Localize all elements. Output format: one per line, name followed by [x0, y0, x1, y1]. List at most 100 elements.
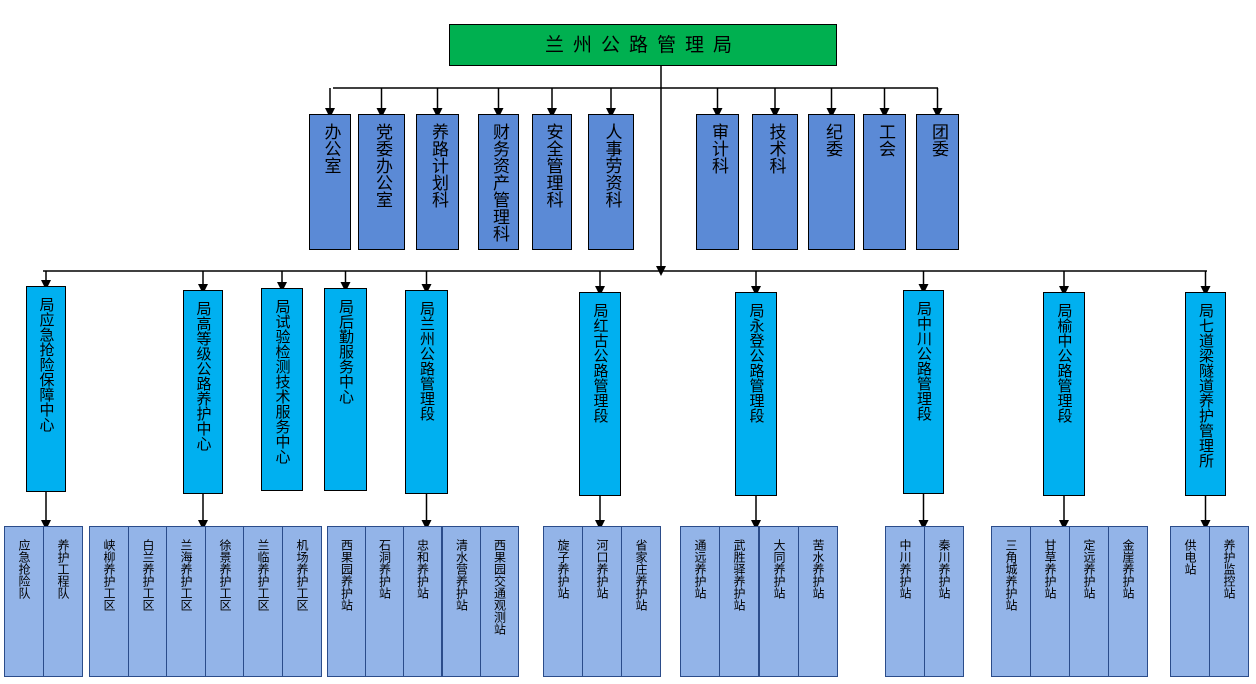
department-box: 纪委 [808, 114, 855, 250]
station-box-label: 机场养护工区 [295, 539, 309, 611]
station-box: 河口养护站 [582, 526, 622, 677]
unit-box-label: 局高等级公路养护中心 [194, 301, 213, 451]
station-box: 石洞养护站 [365, 526, 404, 677]
station-box: 西果园养护站 [327, 526, 366, 677]
station-box-label: 通远养护站 [693, 539, 707, 599]
department-box: 养路计划科 [416, 114, 459, 250]
department-box: 工会 [863, 114, 906, 250]
station-box-label: 西果园养护站 [339, 539, 354, 611]
station-box: 武胜驿养护站 [719, 526, 759, 677]
unit-box-label: 局永登公路管理段 [747, 303, 766, 423]
station-box-label: 养护监控站 [1222, 539, 1236, 599]
station-box-label: 兰临养护工区 [256, 539, 270, 611]
station-box: 养护工程队 [43, 526, 83, 677]
station-box: 清水营养护站 [442, 526, 481, 677]
station-box-label: 清水营养护站 [454, 539, 469, 611]
station-box: 机场养护工区 [282, 526, 322, 677]
unit-box: 局永登公路管理段 [735, 292, 777, 496]
department-box: 办公室 [309, 114, 351, 250]
station-box: 兰海养护工区 [166, 526, 206, 677]
station-box-label: 苦水养护站 [811, 539, 825, 599]
station-box: 供电站 [1170, 526, 1210, 677]
department-box-label: 技术科 [765, 123, 786, 174]
department-box-label: 工会 [875, 123, 895, 157]
unit-box: 局应急抢险保障中心 [26, 286, 66, 492]
org-title: 兰州公路管理局 [544, 33, 741, 56]
department-box: 党委办公室 [358, 114, 405, 250]
unit-box-label: 局红古公路管理段 [591, 303, 610, 423]
station-box-label: 三角城养护站 [1004, 539, 1018, 611]
station-box-label: 养护工程队 [56, 539, 70, 599]
station-box-label: 定远养护站 [1082, 539, 1096, 599]
station-box: 忠和养护站 [403, 526, 442, 677]
station-box-label: 供电站 [1183, 539, 1197, 575]
station-box-label: 甘草养护站 [1043, 539, 1057, 599]
unit-box: 局榆中公路管理段 [1043, 292, 1085, 496]
station-box-label: 忠和养护站 [415, 539, 430, 599]
station-box-label: 中川养护站 [898, 539, 912, 599]
department-box-label: 团委 [928, 123, 948, 157]
department-box: 技术科 [752, 114, 798, 250]
department-box-label: 安全管理科 [542, 123, 563, 208]
department-box: 人事劳资科 [588, 114, 634, 250]
station-box-label: 白兰养护工区 [141, 539, 155, 611]
station-box-label: 金崖养护站 [1121, 539, 1135, 599]
station-box-label: 旋子养护站 [556, 539, 570, 599]
department-box: 团委 [916, 114, 959, 250]
department-box: 安全管理科 [532, 114, 572, 250]
station-box: 白兰养护工区 [128, 526, 168, 677]
unit-box-label: 局应急抢险保障中心 [37, 297, 56, 432]
station-box-label: 省家庄养护站 [634, 539, 648, 611]
station-box-label: 徐景养护工区 [218, 539, 232, 611]
station-box: 金崖养护站 [1108, 526, 1148, 677]
station-box: 西果园交通观测站 [480, 526, 519, 677]
department-box: 财务资产管理科 [478, 114, 519, 250]
station-box-label: 石洞养护站 [377, 539, 392, 599]
station-box: 徐景养护工区 [205, 526, 245, 677]
unit-box: 局兰州公路管理段 [405, 290, 448, 494]
station-box-label: 西果园交通观测站 [492, 539, 507, 635]
unit-box-label: 局后勤服务中心 [337, 299, 355, 404]
org-title-box: 兰州公路管理局 [449, 24, 837, 66]
station-box: 峡柳养护工区 [89, 526, 129, 677]
department-box-label: 纪委 [822, 123, 842, 157]
station-box: 兰临养护工区 [243, 526, 283, 677]
unit-box: 局七道梁隧道养护管理所 [1185, 292, 1226, 496]
station-box-label: 应急抢险队 [17, 539, 31, 599]
department-box-label: 审计科 [708, 123, 728, 174]
station-box: 定远养护站 [1069, 526, 1109, 677]
department-box-label: 养路计划科 [428, 123, 448, 208]
unit-box-label: 局兰州公路管理段 [418, 301, 436, 421]
department-box-label: 党委办公室 [372, 123, 392, 208]
unit-box-label: 局七道梁隧道养护管理所 [1197, 303, 1215, 468]
station-box: 苦水养护站 [798, 526, 838, 677]
unit-box-label: 局榆中公路管理段 [1055, 303, 1074, 423]
station-box: 秦川养护站 [924, 526, 964, 677]
department-box-label: 人事劳资科 [601, 123, 622, 208]
station-box: 大同养护站 [759, 526, 799, 677]
connector-lines [41, 66, 1211, 530]
unit-box-label: 局试验检测技术服务中心 [273, 299, 292, 464]
station-box-label: 秦川养护站 [937, 539, 951, 599]
station-box: 省家庄养护站 [621, 526, 661, 677]
unit-box: 局试验检测技术服务中心 [261, 288, 303, 491]
station-box: 旋子养护站 [543, 526, 583, 677]
station-box-label: 大同养护站 [772, 539, 786, 599]
station-box-label: 峡柳养护工区 [102, 539, 116, 611]
station-box: 养护监控站 [1209, 526, 1249, 677]
department-box: 审计科 [696, 114, 739, 250]
station-box: 应急抢险队 [4, 526, 44, 677]
unit-box: 局中川公路管理段 [903, 290, 944, 494]
unit-box-label: 局中川公路管理段 [915, 301, 933, 421]
station-box: 甘草养护站 [1030, 526, 1070, 677]
station-box: 中川养护站 [885, 526, 925, 677]
station-box: 三角城养护站 [991, 526, 1031, 677]
department-box-label: 财务资产管理科 [489, 123, 509, 242]
station-box-label: 河口养护站 [595, 539, 609, 599]
department-box-label: 办公室 [320, 123, 341, 174]
unit-box: 局高等级公路养护中心 [183, 290, 223, 494]
station-box-label: 兰海养护工区 [179, 539, 193, 611]
unit-box: 局红古公路管理段 [579, 292, 621, 496]
station-box-label: 武胜驿养护站 [732, 539, 746, 611]
